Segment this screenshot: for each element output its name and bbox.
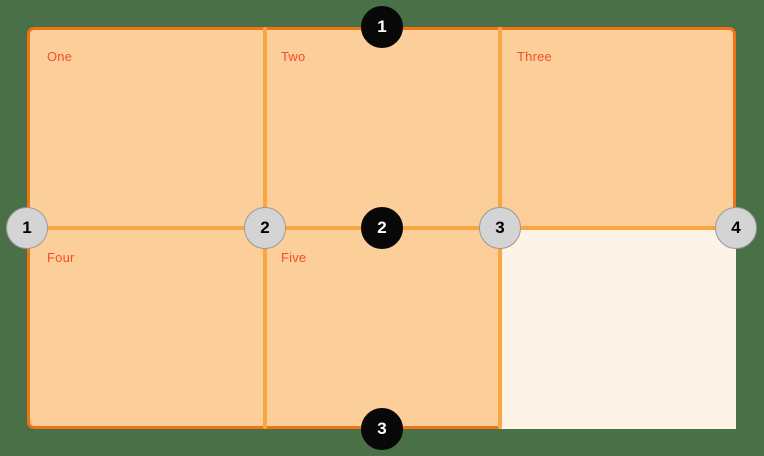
column-handle-4[interactable]: 4 (715, 207, 757, 249)
grid-cell-label-five: Five (281, 250, 307, 265)
column-handle-2[interactable]: 2 (244, 207, 286, 249)
column-handle-3[interactable]: 3 (479, 207, 521, 249)
grid-cell-label-four: Four (47, 250, 75, 265)
row-handle-1[interactable]: 1 (361, 6, 403, 48)
grid-cell-empty[interactable] (500, 228, 736, 429)
grid-cell-label-two: Two (281, 49, 306, 64)
row-handle-3[interactable]: 3 (361, 408, 403, 450)
column-handle-1[interactable]: 1 (6, 207, 48, 249)
grid-cell-label-three: Three (517, 49, 552, 64)
grid-cell-label-one: One (47, 49, 73, 64)
row-handle-2[interactable]: 2 (361, 207, 403, 249)
